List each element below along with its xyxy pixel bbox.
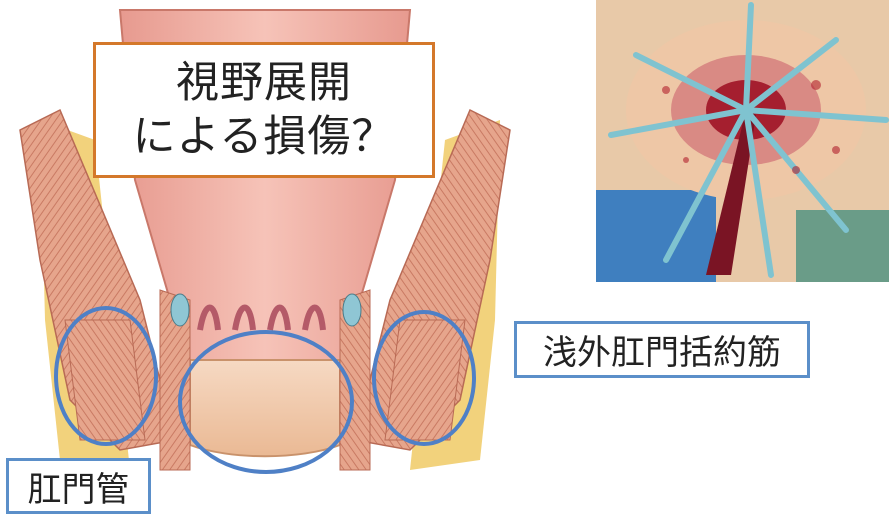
title-line-1: 視野展開 <box>176 56 352 110</box>
title-box: 視野展開 による損傷？ <box>93 42 435 178</box>
anal-canal-illustration <box>190 360 340 456</box>
surgical-photo <box>596 0 889 282</box>
external-sphincter-label: 浅外肛門括約筋 <box>514 321 810 378</box>
title-line-2: による損傷？ <box>133 110 396 164</box>
anal-canal-label: 肛門管 <box>6 458 151 514</box>
